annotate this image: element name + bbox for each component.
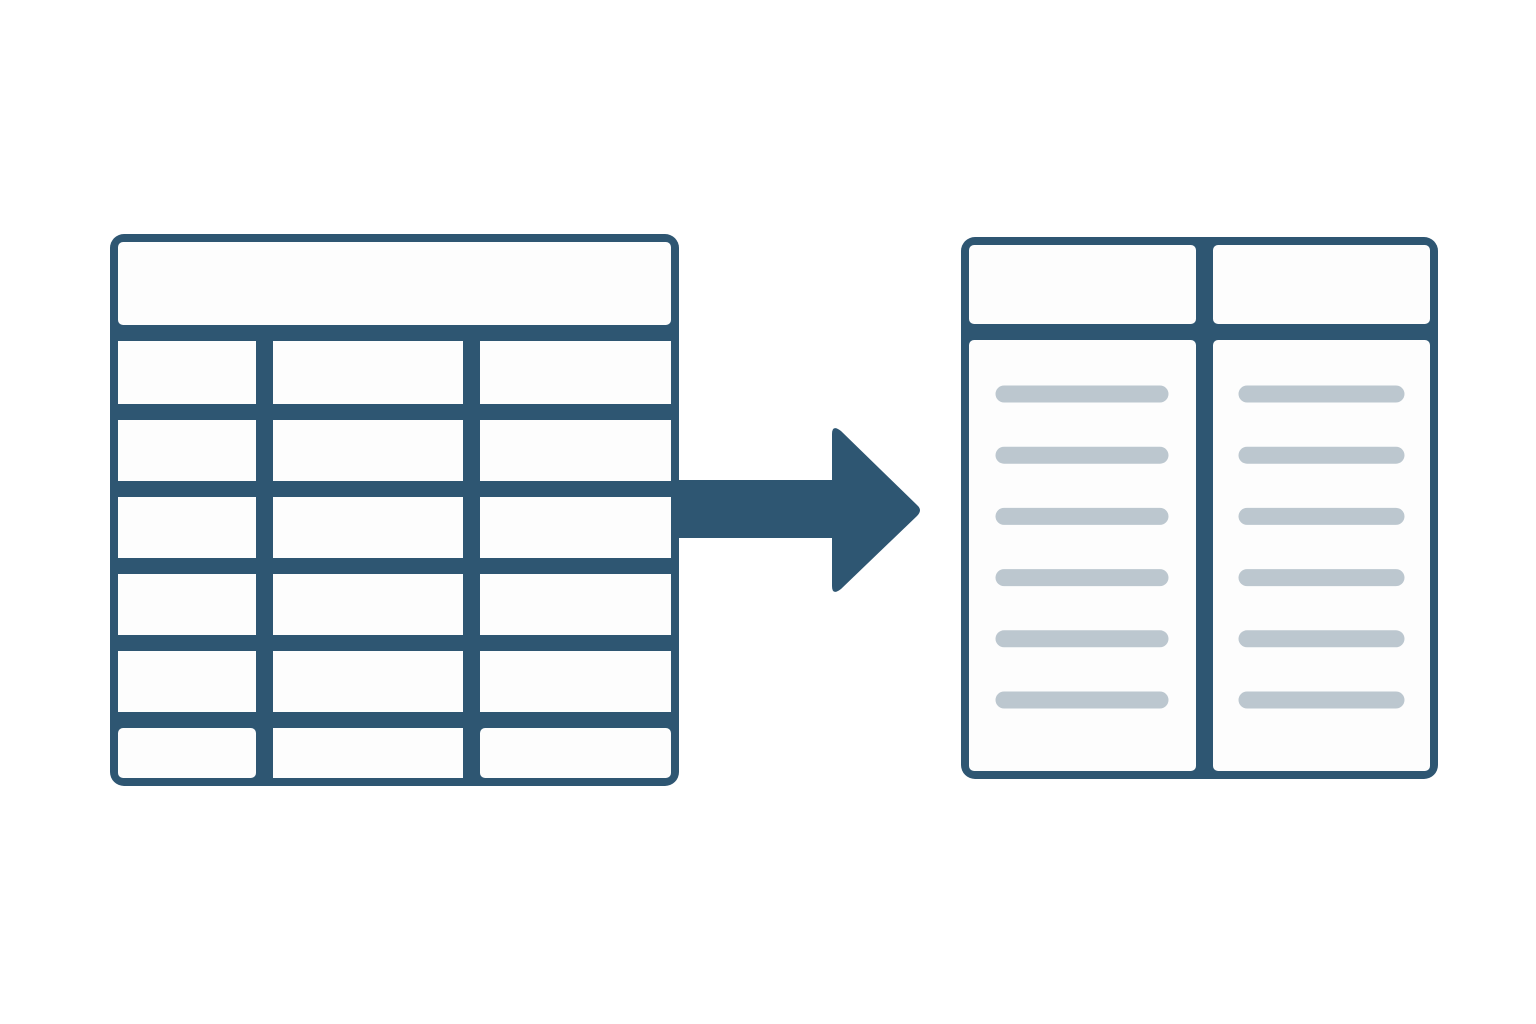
source-table-cell bbox=[480, 728, 671, 778]
right-arrow-icon bbox=[672, 428, 920, 592]
source-table-cell bbox=[118, 574, 256, 635]
source-table-cell bbox=[273, 341, 463, 404]
source-table-cell bbox=[273, 651, 463, 712]
source-table-cell bbox=[273, 574, 463, 635]
source-table-cell bbox=[118, 341, 256, 404]
source-table-cell bbox=[118, 420, 256, 481]
source-table-cell bbox=[273, 728, 463, 778]
source-table-cell bbox=[480, 497, 671, 558]
source-table-cell bbox=[273, 497, 463, 558]
target-header-cell bbox=[1213, 245, 1430, 324]
source-table-cell bbox=[480, 574, 671, 635]
source-table-cell bbox=[273, 420, 463, 481]
source-table-cell bbox=[118, 497, 256, 558]
wide-table-icon bbox=[110, 234, 679, 786]
right-arrow-shape bbox=[672, 428, 920, 592]
source-header-cell bbox=[118, 242, 671, 325]
target-header-cell bbox=[969, 245, 1196, 324]
source-table-cell bbox=[118, 728, 256, 778]
source-table-cell bbox=[480, 341, 671, 404]
source-table-cell bbox=[480, 651, 671, 712]
source-table-cell bbox=[118, 651, 256, 712]
two-column-table-icon bbox=[961, 237, 1438, 779]
source-table-cell bbox=[480, 420, 671, 481]
